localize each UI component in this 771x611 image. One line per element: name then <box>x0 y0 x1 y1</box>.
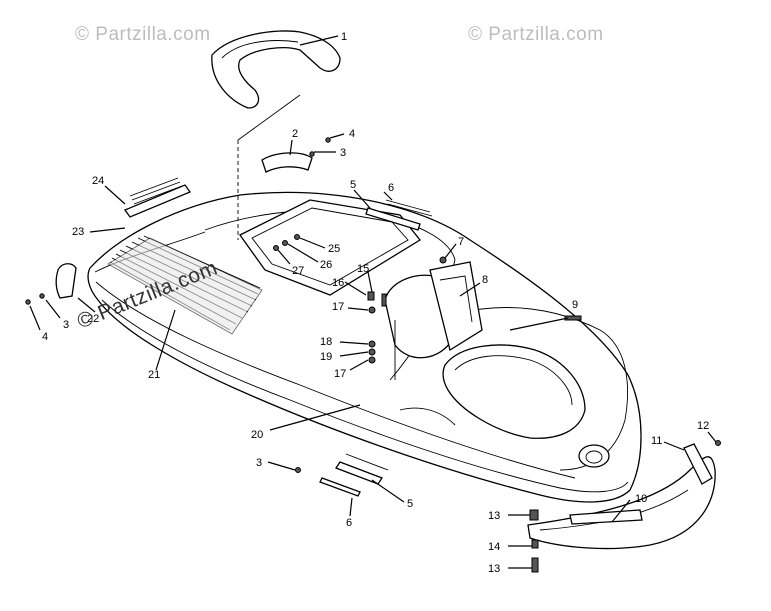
leader-lines <box>29 35 717 569</box>
callout-label: 15 <box>357 263 369 275</box>
callout-label: 3 <box>256 457 262 469</box>
callout-label: 4 <box>42 331 48 343</box>
callout-label: 6 <box>346 517 352 529</box>
callout-label: 13 <box>488 510 500 522</box>
callout-label: 7 <box>458 236 464 248</box>
callout-label: 3 <box>63 319 69 331</box>
callout-label: 2 <box>292 128 298 140</box>
callout-label: 27 <box>292 265 304 277</box>
side-stripes <box>107 235 263 335</box>
callout-label: 10 <box>635 493 647 505</box>
strip-5-6-top <box>365 199 433 231</box>
callout-label: 8 <box>482 274 488 286</box>
hull-body <box>87 94 642 503</box>
callout-label: 11 <box>651 435 662 447</box>
callout-label: 24 <box>92 175 104 187</box>
callout-labels: 1 2 4 3 24 5 6 23 25 7 26 27 15 16 8 17 … <box>42 31 709 575</box>
callout-label: 1 <box>341 31 347 43</box>
callout-label: 9 <box>572 299 578 311</box>
callout-label: 19 <box>320 351 332 363</box>
callout-label: 17 <box>332 301 344 313</box>
fasteners <box>25 137 721 473</box>
callout-label: 14 <box>488 541 500 553</box>
watermark: © Partzilla.com <box>468 24 604 45</box>
callout-label: 18 <box>320 336 332 348</box>
callout-label: 17 <box>334 368 346 380</box>
callout-label: 25 <box>328 243 340 255</box>
handle-part <box>211 30 341 109</box>
callout-label: 6 <box>388 182 394 194</box>
watermark: © Partzilla.com <box>75 24 211 45</box>
callout-label: 4 <box>349 128 355 140</box>
callout-label: 21 <box>148 369 160 381</box>
callout-label: 13 <box>488 563 500 575</box>
callout-label: 5 <box>350 179 356 191</box>
callout-label: 20 <box>251 429 263 441</box>
callout-label: 16 <box>332 277 344 289</box>
callout-label: 3 <box>340 147 346 159</box>
rear-step <box>527 443 716 573</box>
callout-label: 23 <box>72 226 84 238</box>
callout-label: 12 <box>697 420 709 432</box>
strip-23-24 <box>123 177 192 218</box>
pad-2 <box>261 152 313 173</box>
bumper-22 <box>55 263 77 299</box>
callout-label: 26 <box>320 259 332 271</box>
strip-5-6-bottom <box>319 453 389 497</box>
callout-label: 5 <box>407 498 413 510</box>
callout-label: 22 <box>87 313 99 325</box>
